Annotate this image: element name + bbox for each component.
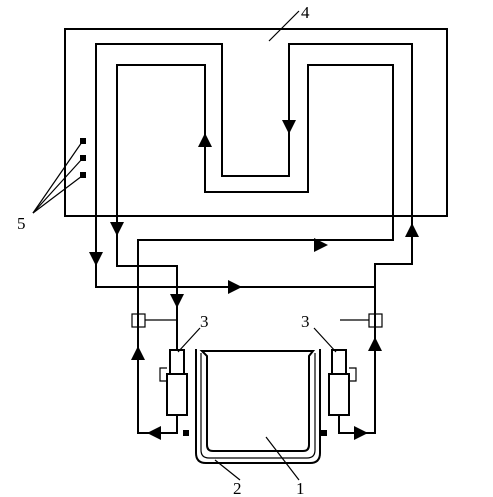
arrow-down-inner-right (282, 120, 296, 134)
right-outer-supply-line (374, 215, 413, 350)
outer-tank (195, 349, 321, 464)
left-inner-supply-line (116, 215, 178, 350)
terminal-dot-1 (80, 138, 86, 144)
terminal-dot-3 (80, 172, 86, 178)
outer-box (64, 28, 448, 217)
right-valve-bracket (349, 367, 357, 382)
left-pump-circuit (137, 350, 178, 434)
left-valve-body-top (169, 349, 185, 375)
right-valve-body (328, 373, 350, 416)
label-part-3-right: 3 (301, 312, 310, 331)
arrow-down-left-outer (89, 252, 103, 266)
left-outer-return-line (95, 215, 375, 288)
label-part-5: 5 (17, 214, 26, 233)
arrow-right-lower-crossover (228, 280, 242, 294)
terminal-dot-2 (80, 155, 86, 161)
arrow-up-inner-left (198, 133, 212, 147)
right-pump-circuit (338, 350, 376, 434)
leader-2 (214, 459, 241, 481)
right-drain-dot (321, 430, 327, 436)
arrow-right-upper-crossover (314, 238, 328, 252)
arrow-up-right-return (368, 337, 382, 351)
left-valve-bracket (159, 367, 167, 382)
arrow-down-left-inner (110, 222, 124, 236)
arrow-up-right-outer (405, 223, 419, 237)
left-valve-body (166, 373, 188, 416)
leader-3-left (177, 327, 201, 353)
leader-1 (265, 436, 300, 481)
label-part-1: 1 (296, 479, 305, 497)
inner-serpentine-loop (116, 64, 394, 215)
arrow-up-left-return (131, 346, 145, 360)
leader-5b (32, 158, 83, 214)
label-part-4: 4 (301, 3, 310, 22)
outer-serpentine-loop (95, 43, 413, 215)
arrow-left-bottom-left (147, 426, 161, 440)
arrow-down-left-valve-line (170, 294, 184, 308)
leader-4 (268, 10, 300, 42)
label-part-2: 2 (233, 479, 242, 497)
outer-tank-inner-wall (200, 353, 316, 459)
inner-vessel (199, 350, 316, 452)
leader-5c (32, 175, 83, 214)
leader-3-right (313, 327, 337, 353)
arrow-right-bottom-right (354, 426, 368, 440)
right-inner-return-line (137, 215, 394, 350)
leader-5a (32, 141, 83, 214)
left-drain-dot (183, 430, 189, 436)
label-part-3-left: 3 (200, 312, 209, 331)
right-valve-body-top (331, 349, 347, 375)
